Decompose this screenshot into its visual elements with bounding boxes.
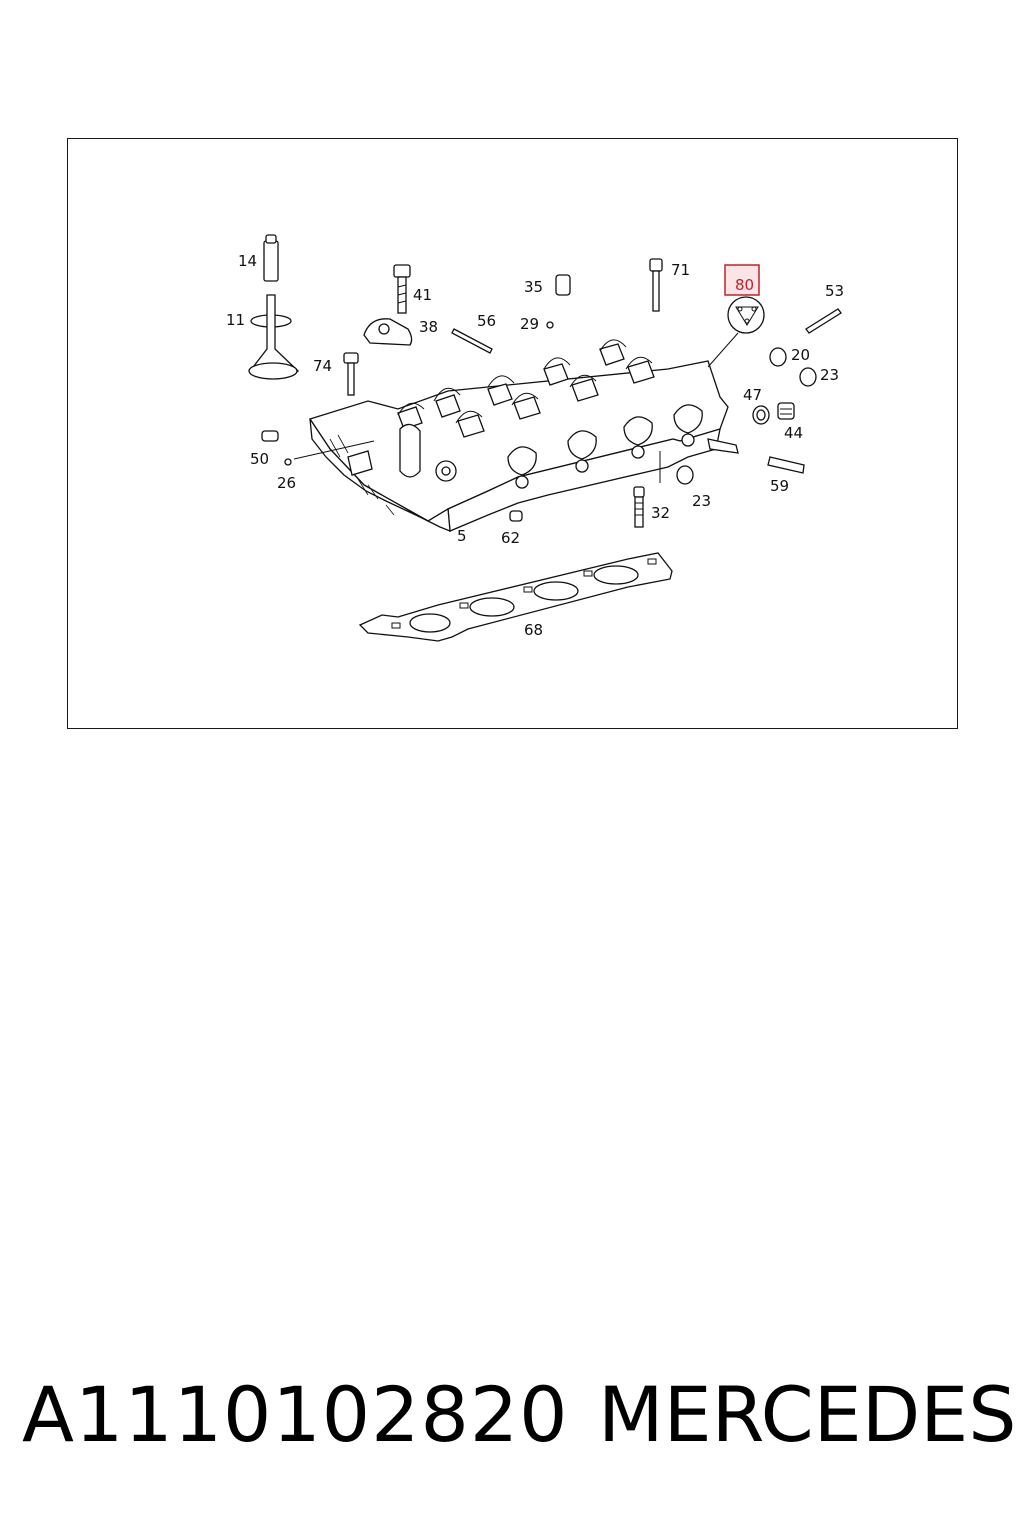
callout-5: 5 [457, 527, 467, 545]
part-41-bolt [393, 264, 411, 314]
part-80-plug [707, 296, 765, 368]
callout-47: 47 [743, 386, 762, 404]
part-26-ring [284, 440, 375, 466]
part-11-valve [248, 294, 300, 380]
callout-32: 32 [651, 504, 670, 522]
cylinder-head-drawing [308, 339, 739, 532]
product-footer: A1110102820 MERCEDES [0, 1370, 1024, 1470]
part-29-ring [546, 321, 554, 329]
callout-labels: 14 11 41 35 71 80 53 38 56 29 74 20 23 4… [226, 252, 844, 639]
callout-41: 41 [413, 286, 432, 304]
callout-80-highlight-box [724, 264, 760, 296]
callout-29: 29 [520, 315, 539, 333]
callout-23: 23 [820, 366, 839, 384]
callout-80: 80 [735, 276, 754, 294]
callout-44: 44 [784, 424, 803, 442]
part-68-head-gasket [358, 552, 673, 642]
part-71-bolt [649, 258, 663, 312]
parts-diagram-frame: 14 11 41 35 71 80 53 38 56 29 74 20 23 4… [67, 138, 958, 729]
part-56-stud [451, 328, 493, 354]
part-53-stud [805, 308, 842, 334]
part-32-plug [633, 451, 661, 528]
callout-50: 50 [250, 450, 269, 468]
callout-74: 74 [313, 357, 332, 375]
callout-62: 62 [501, 529, 520, 547]
callout-26: 26 [277, 474, 296, 492]
brand-name: MERCEDES [598, 1370, 1017, 1459]
part-35-bush [555, 274, 571, 296]
callout-68: 68 [524, 621, 543, 639]
part-number: A1110102820 [22, 1370, 569, 1459]
part-23-plug-lower [676, 465, 694, 485]
part-44-screw-plug [777, 402, 795, 420]
callout-11: 11 [226, 311, 245, 329]
callout-53: 53 [825, 282, 844, 300]
part-38-bearing-cap [363, 318, 413, 346]
part-62-bush [509, 510, 523, 522]
callout-14: 14 [238, 252, 257, 270]
part-59-stud [767, 456, 805, 474]
part-47-seal [752, 405, 770, 425]
part-23-plug [799, 367, 817, 387]
part-74-bolt [343, 352, 359, 396]
cylinder-head-exploded-diagram: 14 11 41 35 71 80 53 38 56 29 74 20 23 4… [226, 234, 844, 642]
callout-20: 20 [791, 346, 810, 364]
callout-56: 56 [477, 312, 496, 330]
callout-71: 71 [671, 261, 690, 279]
part-20-plug [769, 347, 787, 367]
callout-59: 59 [770, 477, 789, 495]
callout-35: 35 [524, 278, 543, 296]
part-14-lifter [263, 234, 279, 282]
callout-38: 38 [419, 318, 438, 336]
part-50-dowel [261, 430, 279, 442]
callout-23-lower: 23 [692, 492, 711, 510]
